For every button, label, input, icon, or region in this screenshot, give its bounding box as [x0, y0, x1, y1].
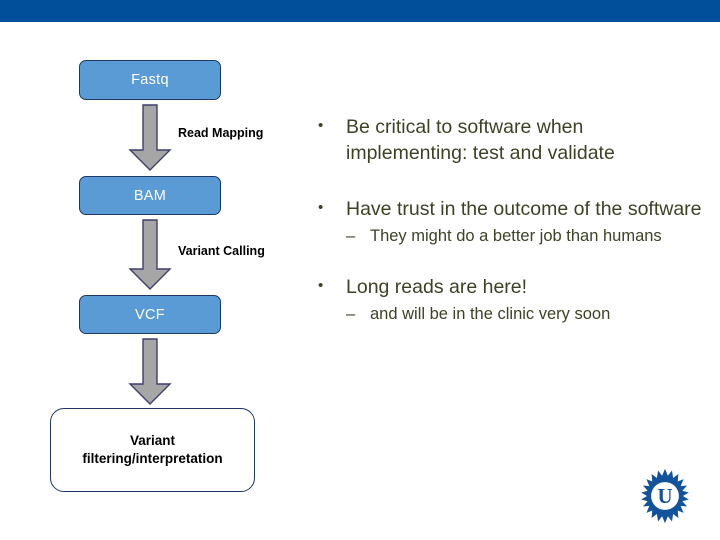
bullet-text: Long reads are here!	[346, 276, 528, 299]
bullet-marker: •	[318, 277, 324, 295]
sub-bullet-text: They might do a better job than humans	[370, 227, 662, 246]
flow-label-read-mapping: Read Mapping	[178, 126, 264, 140]
sub-bullet-item: – and will be in the clinic very soon	[346, 304, 710, 326]
flow-box-bam[interactable]: BAM	[79, 176, 221, 215]
utrecht-university-sun-logo: U	[641, 468, 689, 524]
down-arrow-icon	[128, 104, 172, 171]
flow-box-variant-filtering-line2: filtering/interpretation	[82, 451, 223, 466]
flow-label-variant-calling: Variant Calling	[178, 244, 265, 258]
top-banner	[0, 0, 720, 22]
bullet-text: Have trust in the outcome of the softwar…	[346, 198, 702, 221]
flow-box-variant-filtering[interactable]: Variant filtering/interpretation	[50, 408, 255, 492]
bullet-marker: •	[318, 117, 324, 134]
flow-box-vcf-label: VCF	[135, 306, 165, 323]
bullet-marker: •	[318, 199, 324, 217]
flow-box-bam-label: BAM	[133, 187, 167, 204]
spacer	[318, 248, 710, 274]
flow-box-variant-filtering-line1: Variant	[129, 432, 176, 448]
flow-box-fastq-label: Fastq	[131, 72, 169, 88]
sub-bullet-text: and will be in the clinic very soon	[370, 305, 611, 324]
down-arrow-icon	[128, 219, 172, 290]
bullet-item: • Have trust in the outcome of the softw…	[318, 196, 710, 222]
flow-box-vcf[interactable]: VCF	[79, 295, 221, 334]
bullet-text: Be critical to software when implementin…	[346, 116, 615, 165]
bullet-item: • Long reads are here!	[318, 274, 710, 300]
pipeline-flowchart: Fastq Read Mapping BAM Variant Calling V…	[0, 0, 330, 540]
bullet-item: • Be critical to software when implement…	[318, 114, 710, 166]
bullet-list: • Be critical to software when implement…	[318, 114, 710, 326]
sub-bullet-item: – They might do a better job than humans	[346, 226, 710, 248]
logo-letter: U	[657, 484, 672, 508]
down-arrow-icon	[128, 338, 172, 405]
sub-bullet-marker: –	[346, 305, 356, 324]
sub-bullet-marker: –	[346, 227, 356, 246]
flow-box-fastq[interactable]: Fastq	[79, 60, 221, 100]
spacer	[318, 166, 710, 196]
